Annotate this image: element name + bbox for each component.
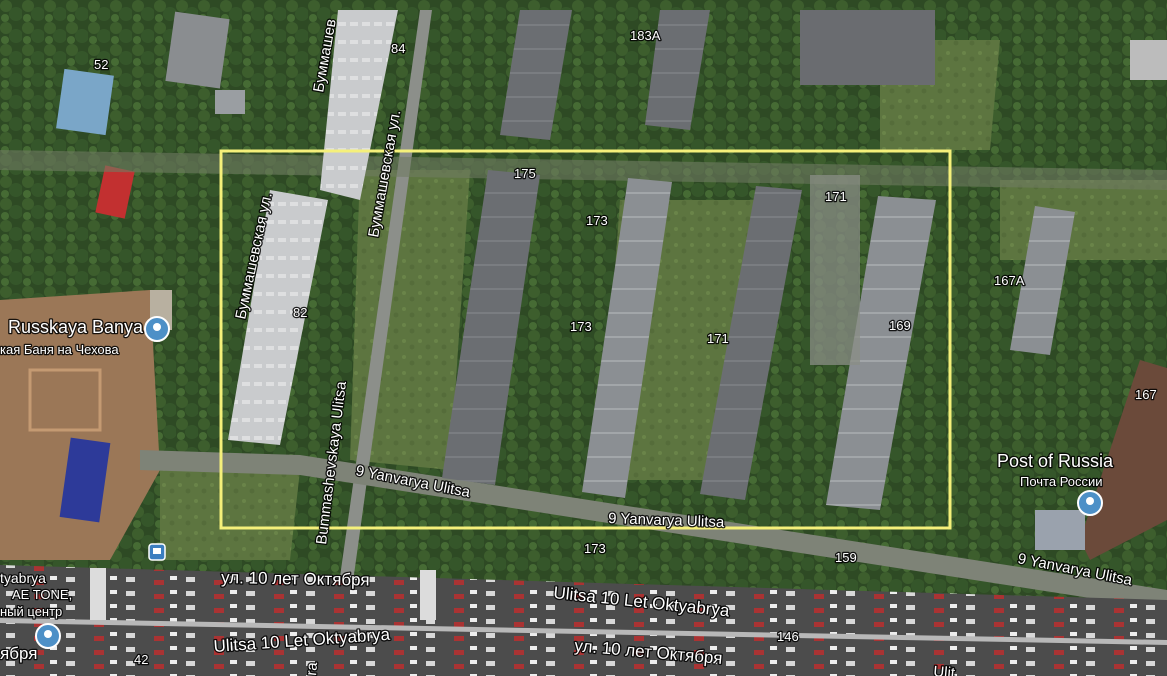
house-number: 167 xyxy=(1135,387,1157,402)
street-label: ул. 10 лет Октября xyxy=(221,568,370,590)
foundation xyxy=(28,368,102,432)
house-number: 159 xyxy=(835,550,857,565)
selection-box[interactable] xyxy=(219,149,952,530)
place-pin-icon[interactable] xyxy=(35,623,61,649)
lawn xyxy=(350,170,470,470)
house-number: 173 xyxy=(586,213,608,228)
poi-subtitle: кая Баня на Чехова xyxy=(0,342,119,357)
house-number: 146 xyxy=(777,629,799,644)
poi-name: Post of Russia xyxy=(997,451,1114,471)
road-median xyxy=(0,618,1167,645)
house-number: 173 xyxy=(570,319,592,334)
poi-subtitle: AE TONE, xyxy=(12,587,72,602)
poi-subtitle: Почта России xyxy=(1020,474,1103,489)
parking-lot xyxy=(810,175,860,365)
house-number: 169 xyxy=(889,318,911,333)
lawn xyxy=(1000,180,1167,260)
red-roof-building xyxy=(95,165,135,219)
house-number: 173 xyxy=(584,541,606,556)
building xyxy=(165,11,230,89)
sidewalk xyxy=(0,150,1167,190)
10-let-oktyabrya-road xyxy=(0,565,1167,676)
building xyxy=(1035,510,1085,550)
bus-stop-icon[interactable] xyxy=(148,543,166,561)
blue-roof-building xyxy=(59,437,111,523)
building-167 xyxy=(1080,360,1167,560)
building xyxy=(645,10,710,130)
poi-subtitle: ный центр xyxy=(0,604,62,619)
street-label: Ulit xyxy=(933,663,957,676)
place-pin-icon[interactable] xyxy=(1077,490,1103,516)
crosswalk xyxy=(90,568,106,620)
poi-russkaya-banya[interactable]: Russkaya Banya кая Баня на Чехова xyxy=(0,316,170,358)
building-175 xyxy=(442,170,540,485)
house-number: 52 xyxy=(94,57,108,72)
building-82 xyxy=(228,190,328,445)
poi-left-edge[interactable]: tyabrya AE TONE, ный центр xyxy=(0,569,74,649)
building-173 xyxy=(582,178,672,498)
house-number: 171 xyxy=(707,331,729,346)
building-169 xyxy=(826,196,936,510)
poi-post-of-russia[interactable]: Post of Russia Почта России xyxy=(996,450,1115,516)
house-number: 167А xyxy=(994,273,1025,288)
lawn xyxy=(160,470,300,560)
house-number: 84 xyxy=(391,41,405,56)
street-label: 9 Yanvarya Ulitsa xyxy=(608,510,725,531)
house-number: 82 xyxy=(293,305,307,320)
house-number: 171 xyxy=(825,189,847,204)
building xyxy=(56,68,114,136)
building-171 xyxy=(700,186,802,500)
building xyxy=(1130,40,1167,80)
house-number: 42 xyxy=(134,652,148,667)
building-167a xyxy=(1010,206,1075,355)
street-label: ября xyxy=(0,644,37,663)
9-yanvarya-road xyxy=(140,450,1167,610)
house-number: 183А xyxy=(630,28,661,43)
building xyxy=(500,10,572,140)
crosswalk xyxy=(420,570,436,620)
poi-name: tyabrya xyxy=(0,570,46,586)
construction-site xyxy=(0,290,160,560)
street-label: ra xyxy=(303,661,321,676)
house-number: 175 xyxy=(514,166,536,181)
building xyxy=(215,90,245,114)
poi-name: Russkaya Banya xyxy=(8,317,144,337)
building-183a xyxy=(800,10,935,85)
place-pin-icon[interactable] xyxy=(144,316,170,342)
